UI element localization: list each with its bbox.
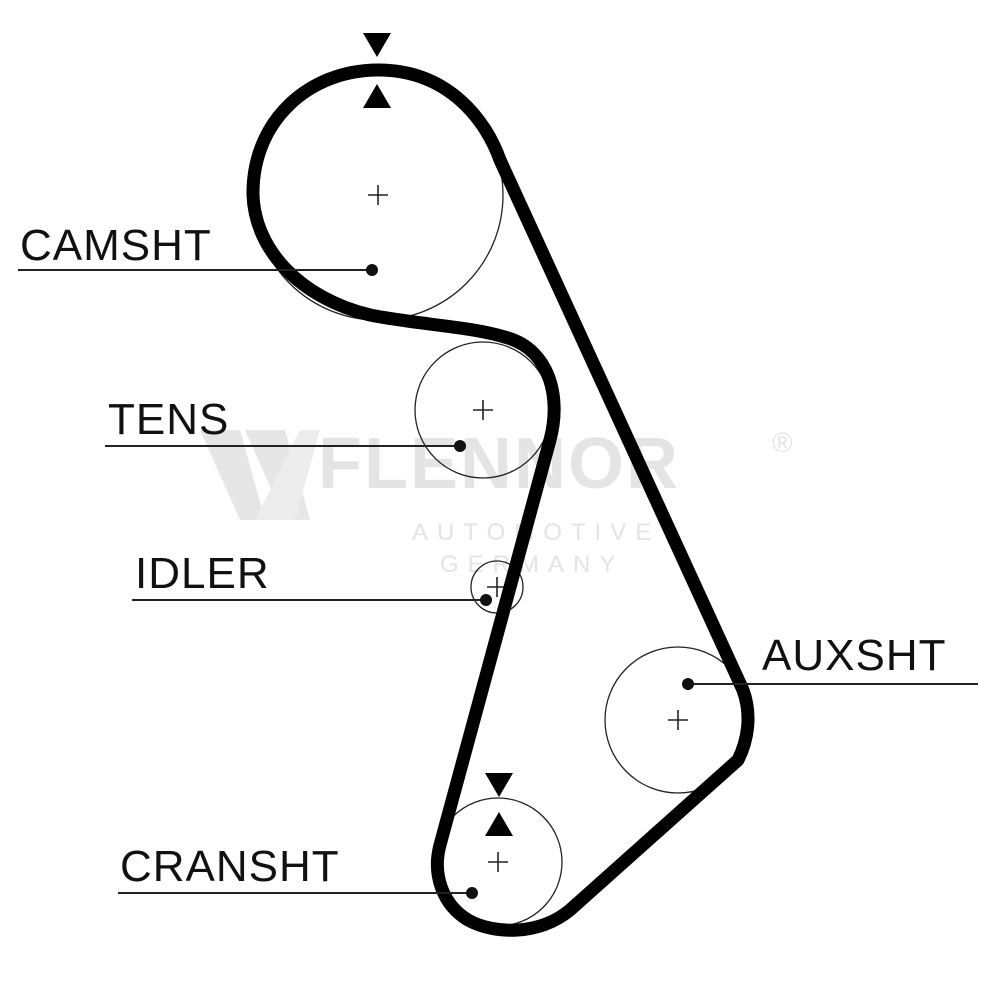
watermark-line2: GERMANY (440, 551, 624, 578)
auxshaft-label: AUXSHT (762, 631, 946, 680)
idler-label: IDLER (135, 549, 270, 598)
watermark-line1: AUTOMOTIVE (412, 519, 660, 546)
crankshaft-label: CRANSHT (120, 842, 340, 891)
camshaft-timing-mark-icon (363, 33, 391, 108)
tensioner-dot (454, 440, 466, 452)
brand-watermark: FLENNOR ® AUTOMOTIVE GERMANY (200, 424, 793, 578)
crankshaft-timing-mark-icon (485, 773, 513, 836)
watermark-brand: FLENNOR (318, 424, 680, 504)
idler-dot (480, 594, 492, 606)
tensioner-label: TENS (108, 395, 229, 444)
watermark-logo-icon (200, 430, 320, 520)
watermark-registered-mark: ® (772, 427, 793, 458)
camshaft-label: CAMSHT (20, 221, 212, 270)
crankshaft-dot (466, 887, 478, 899)
auxshaft-dot (682, 678, 694, 690)
timing-belt (246, 63, 755, 937)
camshaft-dot (366, 264, 378, 276)
